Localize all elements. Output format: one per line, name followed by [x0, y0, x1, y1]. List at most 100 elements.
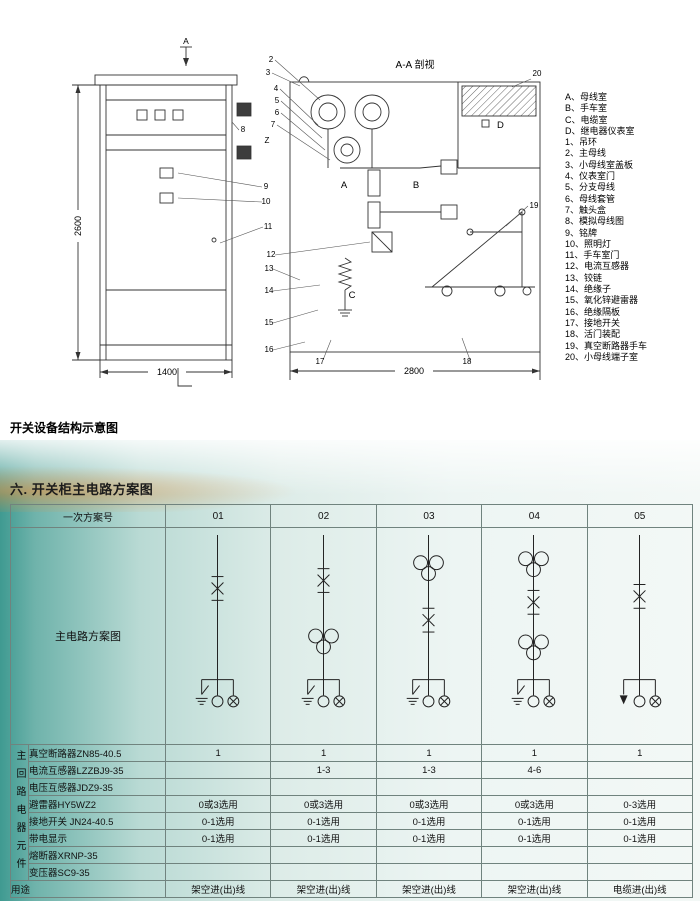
dimension-height: 2600 [73, 216, 83, 236]
main-circuit-scheme-table: 一次方案号 01 02 03 04 05 主电路方案图 主回路电器元件真空断路器… [10, 504, 693, 898]
scheme-diagram-02 [301, 534, 345, 708]
spec-value: 0或3选用 [164, 795, 272, 813]
callout-label: 12 [267, 250, 276, 259]
spec-value [586, 778, 693, 796]
callout-label: 9 [264, 182, 269, 191]
scheme-diagram-03 [406, 534, 451, 708]
spec-value [481, 778, 588, 796]
legend-item: 18、活门装配 [565, 329, 621, 340]
spec-value: 0-1选用 [270, 812, 377, 830]
spec-value: 1 [270, 744, 377, 762]
callout-label: 15 [265, 318, 274, 327]
spec-value: 1 [164, 744, 272, 762]
diagram-row: 主电路方案图 [10, 527, 693, 745]
row-label: 避雷器HY5WZ2 [28, 795, 166, 813]
legend-item: 7、触头盒 [565, 204, 607, 215]
spec-value [164, 761, 272, 779]
scheme-col-header: 05 [586, 504, 693, 528]
callout-label: 20 [533, 69, 542, 78]
spec-value: 1 [481, 744, 588, 762]
scheme-col-header: 04 [481, 504, 588, 528]
callout-label: 19 [530, 201, 539, 210]
spec-value: 0或3选用 [481, 795, 588, 813]
row-label: 熔断器XRNP-35 [28, 846, 166, 864]
spec-value: 架空进(出)线 [164, 880, 272, 898]
callout-label: 11 [264, 222, 273, 231]
spec-value: 0-1选用 [270, 829, 377, 847]
spec-value [164, 846, 272, 864]
spec-value: 0或3选用 [375, 795, 483, 813]
side-label: 主回路电器元件 [14, 749, 25, 876]
spec-value [481, 863, 588, 881]
spec-value: 0-1选用 [481, 812, 588, 830]
callout-label: 13 [265, 264, 274, 273]
scheme-diagram-01 [195, 534, 240, 708]
callout-label: 18 [463, 357, 472, 366]
legend-item: 1、吊环 [565, 137, 598, 148]
dimension-width: 1400 [157, 367, 177, 377]
callout-label: 14 [265, 286, 274, 295]
spec-value: 0-1选用 [375, 829, 483, 847]
legend-item: 11、手车室门 [565, 250, 620, 261]
callout-label: 3 [266, 68, 271, 77]
callout-leaders [177, 59, 532, 361]
legend-item: 17、接地开关 [565, 317, 621, 328]
parts-legend: A、母线室 B、手车室 C、电缆室 D、继电器仪表室 1、吊环 2、主母线 3、… [565, 92, 697, 363]
spec-value: 0-1选用 [481, 829, 588, 847]
legend-item: 15、氧化锌避雷器 [565, 295, 639, 306]
scheme-col-header: 03 [375, 504, 483, 528]
legend-item: 16、绝缘隔板 [565, 306, 621, 317]
scheme-col-header: 01 [164, 504, 272, 528]
callout-label: 4 [274, 84, 279, 93]
legend-item: 19、真空断路器手车 [565, 340, 648, 351]
scheme-diagram-cell [270, 527, 377, 745]
spec-value: 1-3 [375, 761, 483, 779]
spec-value [375, 863, 483, 881]
dimension-depth: 2800 [404, 366, 424, 376]
spec-value [586, 863, 693, 881]
spec-value: 1 [375, 744, 483, 762]
spec-value [164, 778, 272, 796]
legend-item: 9、铭牌 [565, 227, 598, 238]
spec-value [270, 863, 377, 881]
spec-value: 0-1选用 [586, 812, 693, 830]
scheme-diagram-05 [619, 534, 662, 708]
scheme-diagram-cell [586, 527, 693, 745]
scheme-no-header: 一次方案号 [10, 504, 166, 528]
spec-row: 熔断器XRNP-35 [11, 846, 693, 864]
structure-drawing: A-A 剖视 A 2600 1400 2800 A B C D 2 3 4 5 … [72, 36, 542, 387]
spec-value [481, 846, 588, 864]
spec-value: 0-1选用 [164, 829, 272, 847]
legend-item: 20、小母线端子室 [565, 351, 639, 362]
legend-item: D、继电器仪表室 [565, 125, 635, 136]
compartment-label-a: A [341, 180, 348, 191]
row-label: 接地开关 JN24-40.5 [28, 812, 166, 830]
legend-item: 4、仪表室门 [565, 171, 616, 182]
legend-item: 2、主母线 [565, 148, 607, 159]
spec-value: 电缆进(出)线 [586, 880, 693, 898]
callout-label: 6 [275, 108, 280, 117]
spec-value [586, 761, 693, 779]
legend-item: 5、分支母线 [565, 182, 616, 193]
compartment-label-c: C [349, 290, 356, 301]
spec-row: 变压器SC9-35 [11, 863, 693, 881]
front-view-dimensions [72, 46, 233, 387]
row-label: 真空断路器ZN85-40.5 [28, 744, 166, 762]
scheme-diagram-cell [375, 527, 483, 745]
spec-value: 架空进(出)线 [375, 880, 483, 898]
legend-item: 3、小母线室盖板 [565, 159, 634, 170]
spec-value: 4-6 [481, 761, 588, 779]
spec-value: 0-1选用 [375, 812, 483, 830]
callout-label: 5 [275, 96, 280, 105]
side-label-cell: 主回路电器元件 [10, 744, 29, 881]
callout-label: 8 [241, 125, 246, 134]
legend-item: 6、母线套管 [565, 193, 616, 204]
callout-label: Z [265, 136, 270, 145]
scheme-diagram-cell [164, 527, 272, 745]
spec-value: 架空进(出)线 [481, 880, 588, 898]
spec-value: 0-1选用 [586, 829, 693, 847]
